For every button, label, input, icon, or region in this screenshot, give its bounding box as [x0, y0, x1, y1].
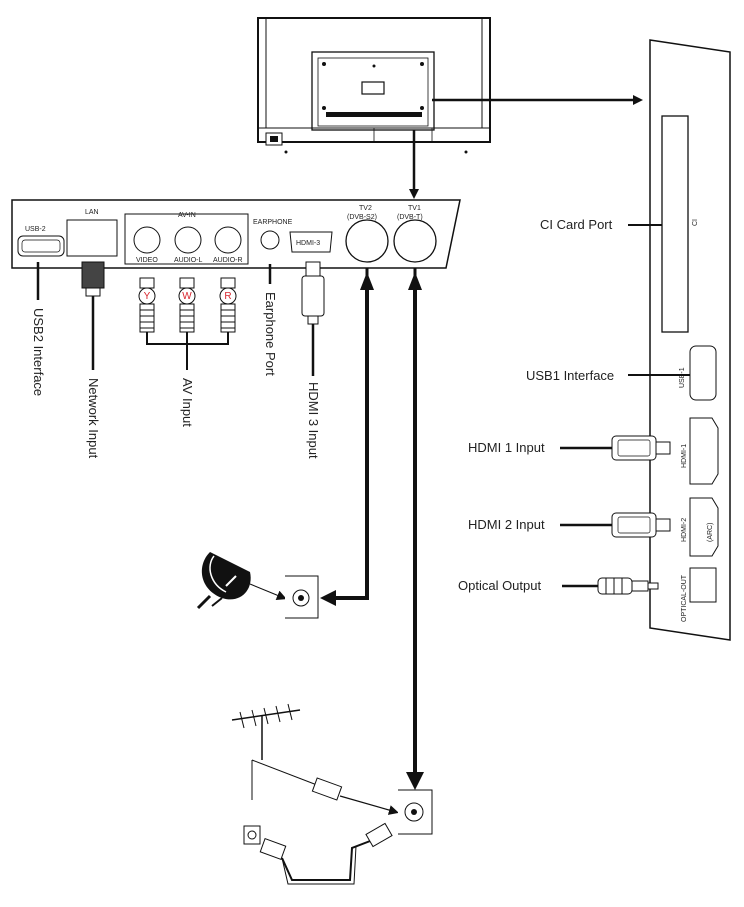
- earphone-port-callout: Earphone Port: [263, 292, 278, 376]
- bottom-connector-panel: [11, 199, 461, 269]
- network-input-callout: Network Input: [86, 378, 101, 459]
- hdmi2-cable-icon: [611, 512, 671, 538]
- side-connector-panel: [649, 39, 731, 641]
- hdmi3-cable-icon: [301, 261, 325, 376]
- optical-output-callout: Optical Output: [458, 578, 541, 593]
- hdmi1-port-label: HDMI-1: [681, 444, 688, 468]
- earphone-label: EARPHONE: [253, 219, 293, 226]
- ci-port-label: CI: [692, 219, 699, 226]
- lan-cable-icon: [81, 261, 105, 370]
- usb2-interface-callout: USB2 Interface: [31, 308, 46, 396]
- plug-w-letter: W: [182, 291, 192, 302]
- tv1-label: TV1: [408, 205, 421, 212]
- optical-cable-icon: [597, 577, 659, 595]
- coax-plug-icon: [311, 777, 399, 815]
- hdmi1-cable-icon: [611, 435, 671, 461]
- arc-label: (ARC): [707, 523, 714, 542]
- video-label: VIDEO: [136, 257, 158, 264]
- av-in-label: AV-IN: [178, 212, 196, 219]
- ci-card-port-callout: CI Card Port: [540, 217, 613, 232]
- coax-cable-icon: [243, 822, 393, 885]
- av-input-callout: AV Input: [180, 378, 195, 427]
- tv1-standard-label: (DVB-T): [397, 214, 423, 221]
- tv-rear-view: [257, 17, 491, 154]
- audio-l-label: AUDIO-L: [174, 257, 203, 264]
- hdmi3-input-callout: HDMI 3 Input: [306, 382, 321, 459]
- hdmi2-port-label: HDMI-2: [681, 518, 688, 542]
- lan-port-label: LAN: [85, 209, 99, 216]
- usb2-port-label: USB-2: [25, 226, 46, 233]
- satellite-dish-icon: [196, 552, 287, 610]
- usb1-port-label: USB-1: [679, 367, 686, 388]
- tv2-standard-label: (DVB-S2): [347, 214, 377, 221]
- hdmi3-port-label: HDMI-3: [296, 240, 320, 247]
- antenna-wall-socket-icon: [398, 789, 433, 835]
- hdmi2-input-callout: HDMI 2 Input: [468, 517, 545, 532]
- hdmi1-input-callout: HDMI 1 Input: [468, 440, 545, 455]
- satellite-cable-line: [328, 282, 369, 600]
- plug-y-letter: Y: [144, 291, 151, 302]
- tv2-label: TV2: [359, 205, 372, 212]
- audio-r-label: AUDIO-R: [213, 257, 243, 264]
- rca-cable-icon: [138, 277, 237, 370]
- plug-r-letter: R: [224, 291, 231, 302]
- usb1-interface-callout: USB1 Interface: [526, 368, 614, 383]
- optical-out-port-label: OPTICAL-OUT: [681, 574, 688, 622]
- satellite-wall-socket-icon: [285, 575, 319, 619]
